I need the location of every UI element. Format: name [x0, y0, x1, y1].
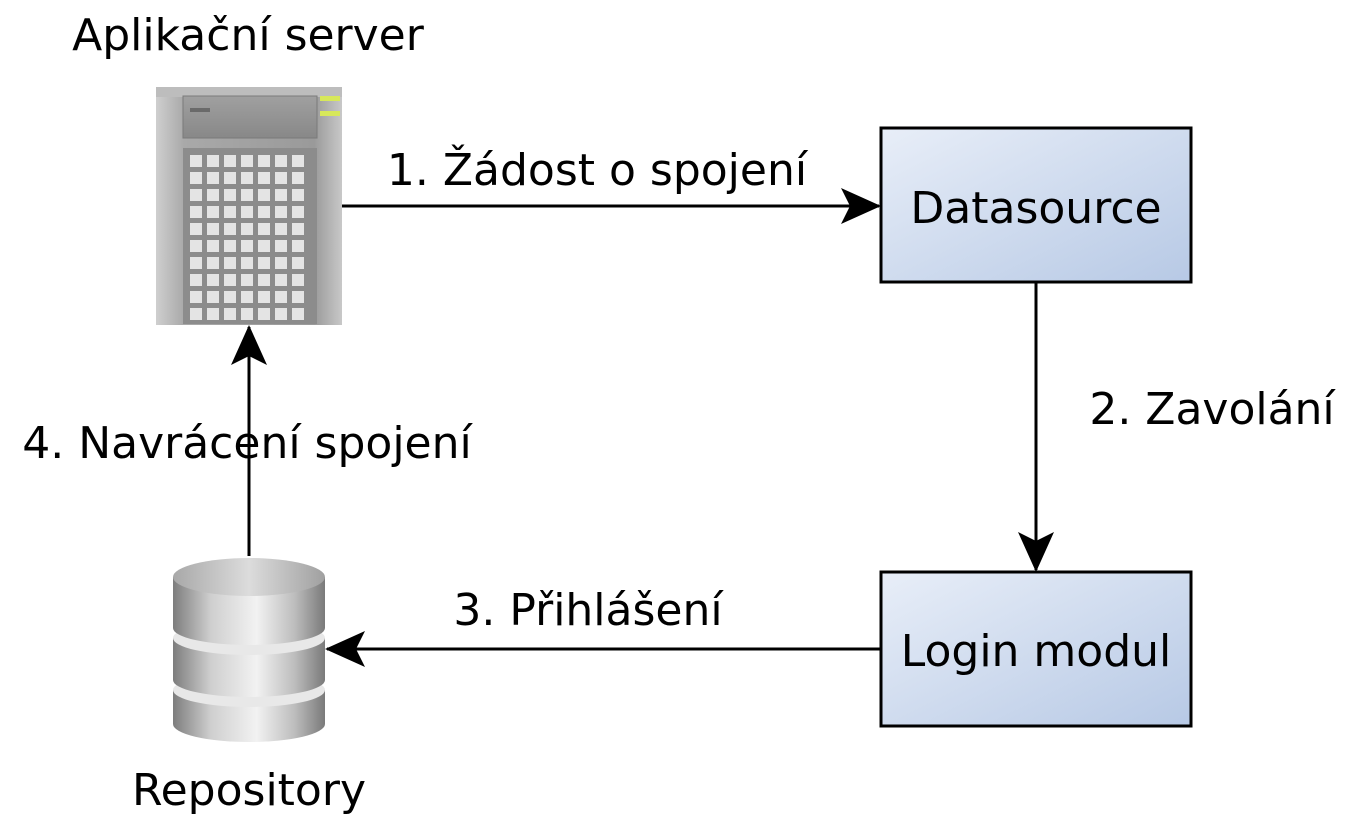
- server-vent: [207, 257, 219, 269]
- datasource-node: Datasource: [879, 126, 1193, 284]
- server-vent: [190, 223, 202, 235]
- server-vent: [241, 291, 253, 303]
- server-vent: [258, 257, 270, 269]
- server-vent: [292, 257, 304, 269]
- server-vent: [275, 206, 287, 218]
- repository-label: Repository: [132, 765, 366, 815]
- server-vent: [224, 257, 236, 269]
- server-vent: [275, 189, 287, 201]
- server-vent: [241, 189, 253, 201]
- server-vent: [207, 155, 219, 167]
- server-vent: [241, 274, 253, 286]
- server-vent: [190, 257, 202, 269]
- server-vent: [258, 274, 270, 286]
- server-vent: [258, 308, 270, 320]
- login-label: 3. Přihlášení: [453, 585, 724, 636]
- edge-return: 4. Navrácení spojení: [22, 325, 474, 556]
- server-vent: [258, 223, 270, 235]
- repository-node: Repository: [132, 558, 366, 815]
- server-vent: [190, 274, 202, 286]
- server-vent: [258, 240, 270, 252]
- server-vent: [292, 155, 304, 167]
- server-vent: [207, 223, 219, 235]
- server-vent: [275, 240, 287, 252]
- server-vent: [292, 223, 304, 235]
- server-vent: [190, 155, 202, 167]
- server-icon: [156, 87, 342, 325]
- app-server-node: Aplikační server: [72, 10, 425, 325]
- server-vent: [207, 189, 219, 201]
- server-vent: [275, 223, 287, 235]
- server-vent: [241, 206, 253, 218]
- server-vent: [241, 223, 253, 235]
- server-vent: [258, 189, 270, 201]
- server-vent: [190, 291, 202, 303]
- server-vent: [224, 274, 236, 286]
- server-vent: [292, 240, 304, 252]
- call-label: 2. Zavolání: [1089, 384, 1336, 435]
- datasource-label: Datasource: [910, 183, 1161, 234]
- server-vent: [292, 308, 304, 320]
- server-vent: [241, 172, 253, 184]
- server-vent: [207, 240, 219, 252]
- server-vent: [241, 155, 253, 167]
- server-vent: [275, 257, 287, 269]
- server-vent: [207, 172, 219, 184]
- server-vent: [292, 291, 304, 303]
- server-vent: [190, 189, 202, 201]
- app-server-label: Aplikační server: [72, 10, 425, 61]
- server-vent: [224, 206, 236, 218]
- server-vent: [190, 308, 202, 320]
- server-vent: [258, 206, 270, 218]
- server-vent: [241, 257, 253, 269]
- server-vent: [224, 189, 236, 201]
- server-vent: [224, 155, 236, 167]
- server-vent: [292, 189, 304, 201]
- server-vent: [258, 155, 270, 167]
- login-module-node: Login modul: [879, 570, 1193, 728]
- return-label: 4. Navrácení spojení: [22, 418, 473, 469]
- server-vent: [292, 172, 304, 184]
- server-vent: [224, 172, 236, 184]
- server-vent: [224, 223, 236, 235]
- server-vent: [224, 240, 236, 252]
- server-vent: [241, 308, 253, 320]
- server-vent: [275, 172, 287, 184]
- server-vent: [292, 274, 304, 286]
- server-vent: [190, 206, 202, 218]
- server-vent: [275, 308, 287, 320]
- server-vent: [207, 308, 219, 320]
- datasource-box: [879, 126, 1193, 284]
- request-label: 1. Žádost o spojení: [387, 143, 809, 196]
- server-vent: [207, 291, 219, 303]
- server-vent: [207, 274, 219, 286]
- server-vent: [190, 172, 202, 184]
- edge-login: 3. Přihlášení: [325, 585, 881, 667]
- server-vent: [258, 291, 270, 303]
- server-vent: [224, 291, 236, 303]
- server-vent: [190, 240, 202, 252]
- server-vent: [207, 206, 219, 218]
- server-vent: [292, 206, 304, 218]
- server-vent: [275, 274, 287, 286]
- server-vent: [275, 291, 287, 303]
- server-vent: [258, 172, 270, 184]
- server-vent: [241, 240, 253, 252]
- database-icon: [173, 558, 325, 742]
- server-vent: [275, 155, 287, 167]
- server-vent: [224, 308, 236, 320]
- edge-call: 2. Zavolání: [1018, 282, 1336, 572]
- edge-request: 1. Žádost o spojení: [342, 143, 881, 224]
- login-module-label: Login modul: [901, 626, 1172, 677]
